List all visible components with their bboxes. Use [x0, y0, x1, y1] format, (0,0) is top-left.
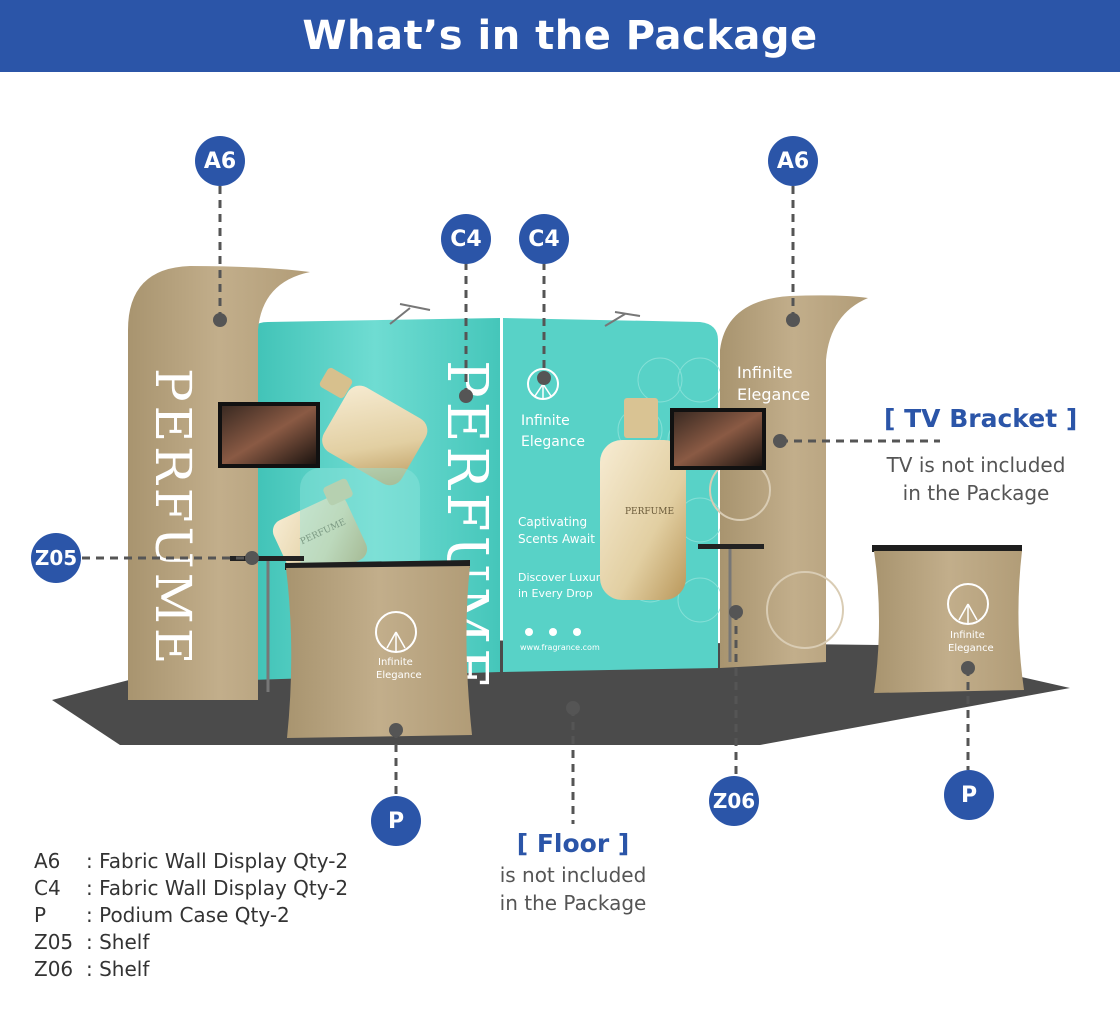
legend-code: C4: [34, 876, 61, 900]
legend-desc: : Fabric Wall Display Qty-2: [86, 849, 349, 873]
badge-z05: Z05: [31, 533, 81, 583]
tagline1-line1: Captivating: [518, 515, 587, 529]
legend-code: Z06: [34, 957, 74, 981]
legend-desc: : Shelf: [86, 930, 150, 954]
floor-note-line2: in the Package: [499, 891, 647, 915]
floor-note: is not included in the Package: [470, 861, 676, 917]
badge-a6-left: A6: [195, 136, 245, 186]
website-text: www.fragrance.com: [520, 643, 600, 652]
podium-right-brand1: Infinite: [950, 630, 985, 641]
bottle-center-label: PERFUME: [625, 507, 674, 517]
legend-item: A6 : Fabric Wall Display Qty-2: [34, 848, 348, 875]
legend-desc: : Fabric Wall Display Qty-2: [86, 876, 349, 900]
legend-code: A6: [34, 849, 61, 873]
floor-title: [ Floor ]: [516, 829, 630, 858]
faded-bottle: [300, 468, 420, 578]
tv-right: [670, 408, 766, 470]
legend-item: C4 : Fabric Wall Display Qty-2: [34, 875, 348, 902]
tagline1-line2: Scents Await: [518, 532, 595, 546]
podium-left-brand1: Infinite: [378, 657, 413, 668]
legend-code: Z05: [34, 930, 74, 954]
brand-line1-wall: Infinite: [521, 413, 570, 429]
badge-c4-left: C4: [441, 214, 491, 264]
package-legend: A6 : Fabric Wall Display Qty-2 C4 : Fabr…: [34, 848, 348, 983]
badge-p-left: P: [371, 796, 421, 846]
tagline2-line1: Discover Luxury: [518, 571, 607, 584]
badge-z06: Z06: [709, 776, 759, 826]
left-tower: [128, 266, 310, 700]
legend-desc: : Shelf: [86, 957, 150, 981]
right-tower-brand-line1: Infinite: [737, 363, 793, 382]
floor-note-line1: is not included: [499, 863, 647, 887]
page-header: What’s in the Package: [0, 0, 1120, 72]
center-right-logo: [527, 368, 559, 400]
left-tower-text: PERFUME: [144, 368, 202, 668]
legend-desc: : Podium Case Qty-2: [86, 903, 290, 927]
tv-bracket-note-line2: in the Package: [902, 481, 1050, 505]
tv-left: [218, 402, 320, 468]
shelf-z05: [230, 556, 304, 692]
social-icons: [525, 628, 581, 636]
page-title: What’s in the Package: [302, 13, 818, 59]
legend-code: P: [34, 903, 47, 927]
legend-item: Z05 : Shelf: [34, 929, 348, 956]
podium-left: Infinite Elegance: [285, 560, 472, 738]
shelf-z06: [698, 544, 764, 662]
tv-bracket-title: [ TV Bracket ]: [884, 404, 1078, 433]
tagline2-line2: in Every Drop: [518, 587, 593, 600]
badge-a6-right: A6: [768, 136, 818, 186]
wall-lights: [389, 303, 641, 327]
brand-line2-wall: Elegance: [521, 434, 585, 450]
badge-p-right: P: [944, 770, 994, 820]
right-tower-brand-line2: Elegance: [737, 385, 810, 404]
leader-lines: [82, 186, 970, 824]
badge-c4-right: C4: [519, 214, 569, 264]
podium-right: Infinite Elegance: [872, 545, 1024, 693]
podium-right-brand2: Elegance: [948, 643, 994, 654]
right-tower: [720, 295, 868, 668]
legend-item: P : Podium Case Qty-2: [34, 902, 348, 929]
perfume-bottle-large: [319, 367, 428, 486]
legend-item: Z06 : Shelf: [34, 956, 348, 983]
podium-left-brand2: Elegance: [376, 670, 422, 681]
perfume-bottle-center: PERFUME: [600, 398, 686, 600]
anchor-dots: [213, 313, 975, 737]
tv-bracket-note: TV is not included in the Package: [870, 451, 1082, 507]
tv-bracket-note-line1: TV is not included: [886, 453, 1066, 477]
